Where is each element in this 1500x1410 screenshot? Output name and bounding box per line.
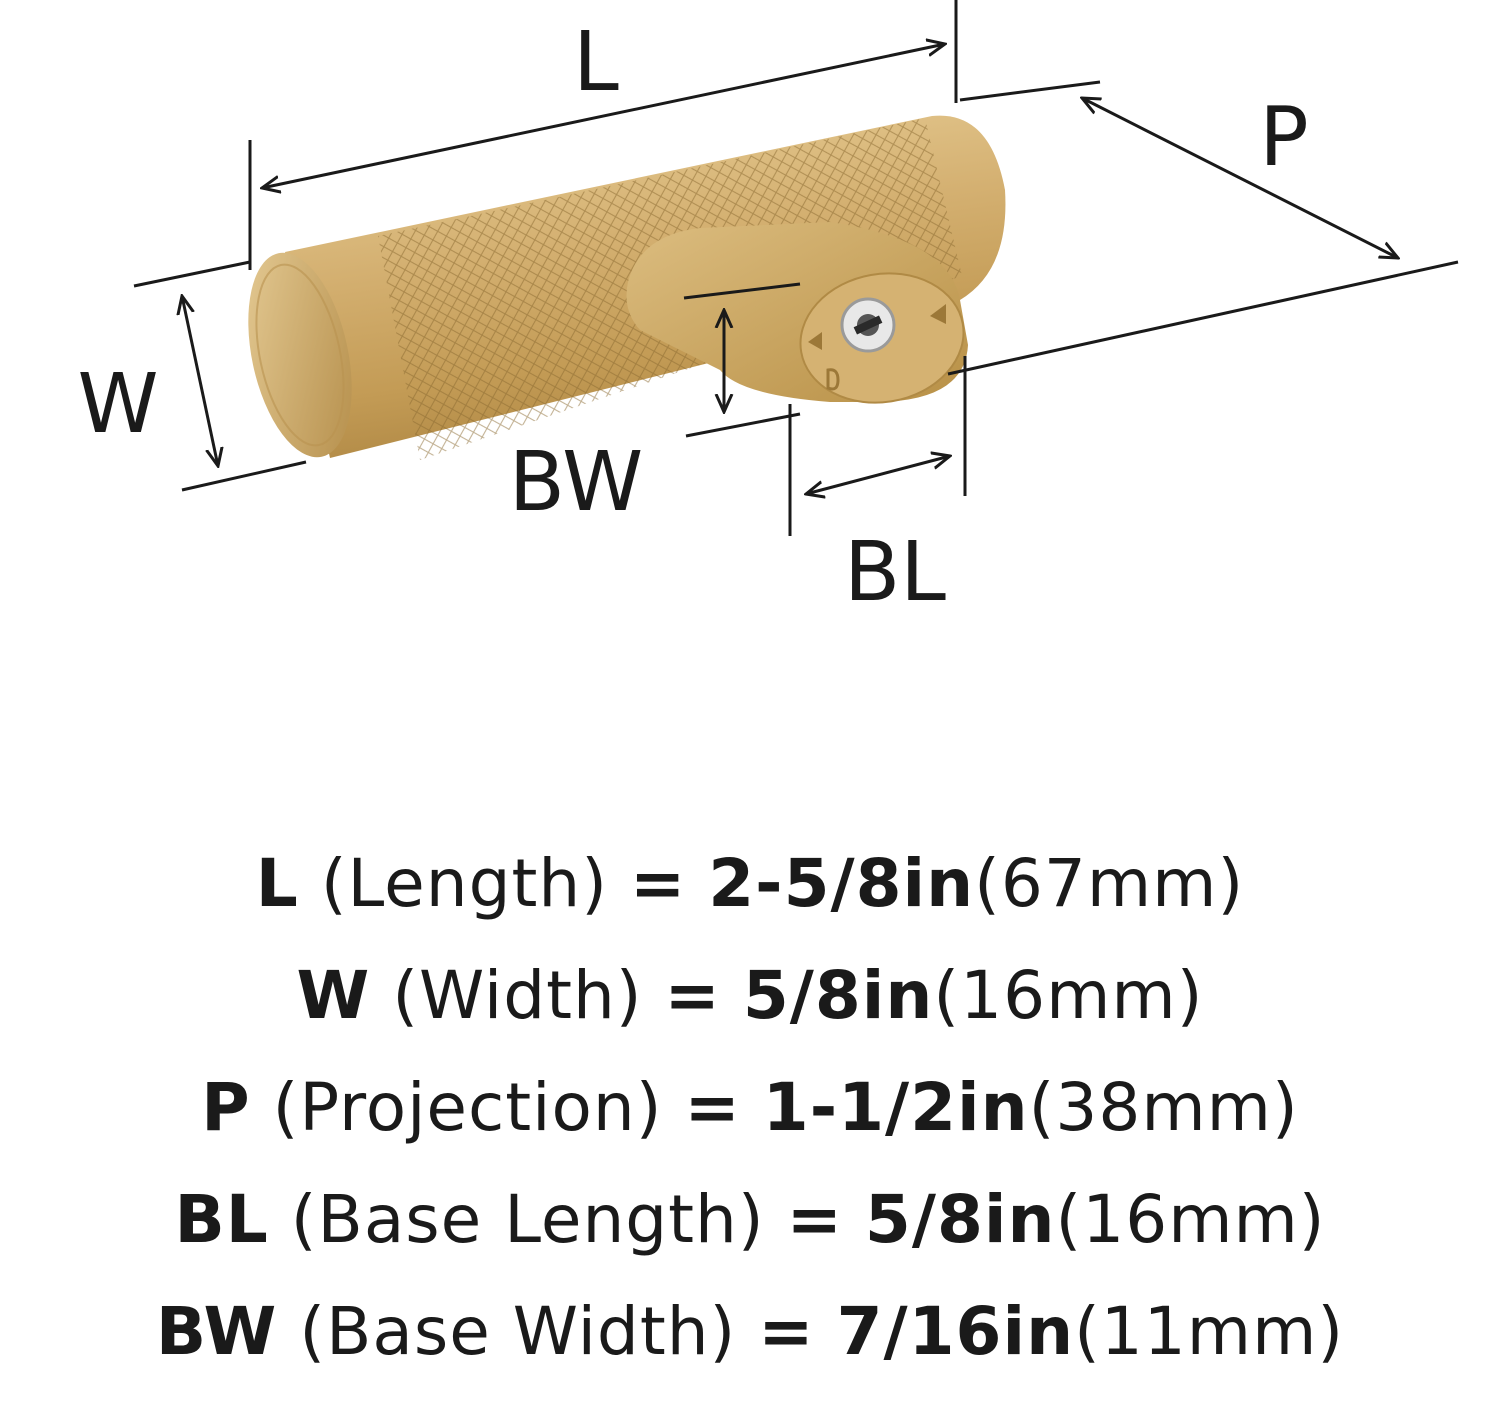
spec-name: (Width) <box>392 957 643 1034</box>
spec-equals: = <box>684 1069 741 1146</box>
spec-metric: (16mm) <box>1055 1181 1326 1258</box>
dimension-diagram: L P W BW BL <box>77 0 1459 620</box>
spec-code: BL <box>174 1181 269 1258</box>
spec-row-length: L (Length) = 2-5/8in(67mm) <box>0 828 1500 940</box>
spec-name: (Length) <box>320 845 608 922</box>
label-base-width: BW <box>509 435 643 530</box>
spec-imperial: 7/16in <box>836 1293 1075 1370</box>
spec-metric: (67mm) <box>974 845 1245 922</box>
spec-equals: = <box>758 1293 815 1370</box>
spec-code: P <box>201 1069 251 1146</box>
spec-equals: = <box>629 845 687 922</box>
spec-imperial: 5/8in <box>864 1181 1056 1258</box>
dimension-lines <box>133 0 1459 536</box>
spec-metric: (11mm) <box>1074 1293 1345 1370</box>
spec-code: BW <box>155 1293 278 1370</box>
spec-imperial: 2-5/8in <box>708 845 975 922</box>
spec-imperial: 1-1/2in <box>762 1069 1029 1146</box>
length-arrow <box>262 44 945 188</box>
label-length: L <box>573 15 619 110</box>
projection-arrow <box>1082 98 1398 258</box>
label-width: W <box>77 357 158 452</box>
spec-row-width: W (Width) = 5/8in(16mm) <box>0 940 1500 1052</box>
spec-name: (Projection) <box>272 1069 663 1146</box>
spec-name: (Base Width) <box>299 1293 737 1370</box>
spec-code: L <box>255 845 299 922</box>
spec-metric: (38mm) <box>1028 1069 1299 1146</box>
spec-name: (Base Length) <box>290 1181 765 1258</box>
label-projection: P <box>1259 90 1308 185</box>
spec-imperial: 5/8in <box>742 957 934 1034</box>
label-base-length: BL <box>844 525 946 620</box>
width-arrow <box>182 296 218 466</box>
spec-row-projection: P (Projection) = 1-1/2in(38mm) <box>0 1052 1500 1164</box>
spec-metric: (16mm) <box>933 957 1204 1034</box>
spec-equals: = <box>664 957 721 1034</box>
spec-row-base-length: BL (Base Length) = 5/8in(16mm) <box>0 1164 1500 1276</box>
spec-row-base-width: BW (Base Width) = 7/16in(11mm) <box>0 1276 1500 1388</box>
spec-code: W <box>296 957 371 1034</box>
base-length-arrow <box>806 456 950 494</box>
spec-equals: = <box>786 1181 843 1258</box>
knob-illustration <box>248 115 1006 460</box>
spec-list: L (Length) = 2-5/8in(67mm) W (Width) = 5… <box>0 828 1500 1388</box>
